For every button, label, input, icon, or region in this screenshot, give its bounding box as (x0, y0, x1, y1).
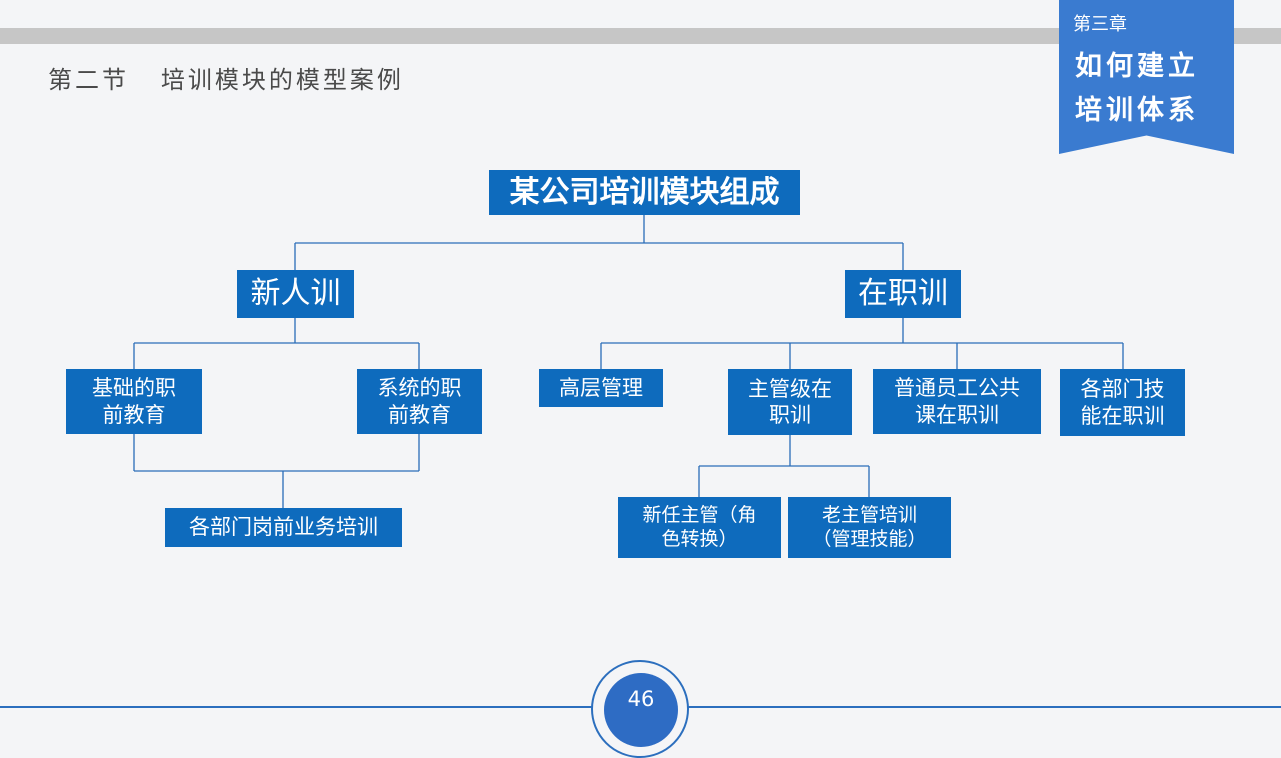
senior-management-node: 高层管理 (539, 369, 663, 407)
chapter-title-line-1: 如何建立 (1075, 51, 1199, 82)
connector-on-job (600, 318, 1124, 369)
basic-pre-job-education-node: 基础的职 前教育 (66, 369, 202, 434)
new-hire-training-node: 新人训 (237, 270, 354, 318)
connector-supervisor (698, 435, 870, 497)
page-number: 46 (627, 687, 655, 711)
top-header-bar (0, 28, 1281, 44)
employee-public-course-node: 普通员工公共 课在职训 (873, 369, 1041, 434)
new-supervisor-node: 新任主管（角 色转换） (618, 497, 781, 558)
system-pre-job-education-node: 系统的职 前教育 (357, 369, 482, 434)
veteran-supervisor-node: 老主管培训 （管理技能） (788, 497, 951, 558)
on-job-training-node: 在职训 (845, 270, 961, 318)
connector-new-hire-merge (133, 434, 420, 508)
connector-new-hire (133, 318, 420, 369)
connector-lines (133, 215, 1124, 508)
chapter-label: 第三章 (1073, 14, 1127, 35)
connector-root (294, 215, 904, 270)
department-skill-training-node: 各部门技 能在职训 (1060, 369, 1185, 436)
root-node: 某公司培训模块组成 (489, 170, 800, 215)
section-title: 第二节 培训模块的模型案例 (48, 66, 404, 94)
supervisor-on-job-node: 主管级在 职训 (728, 369, 852, 435)
chapter-tag: 第三章 如何建立 培训体系 (1059, 0, 1234, 154)
department-pre-job-training-node: 各部门岗前业务培训 (165, 508, 402, 547)
chapter-title-line-2: 培训体系 (1075, 95, 1199, 126)
